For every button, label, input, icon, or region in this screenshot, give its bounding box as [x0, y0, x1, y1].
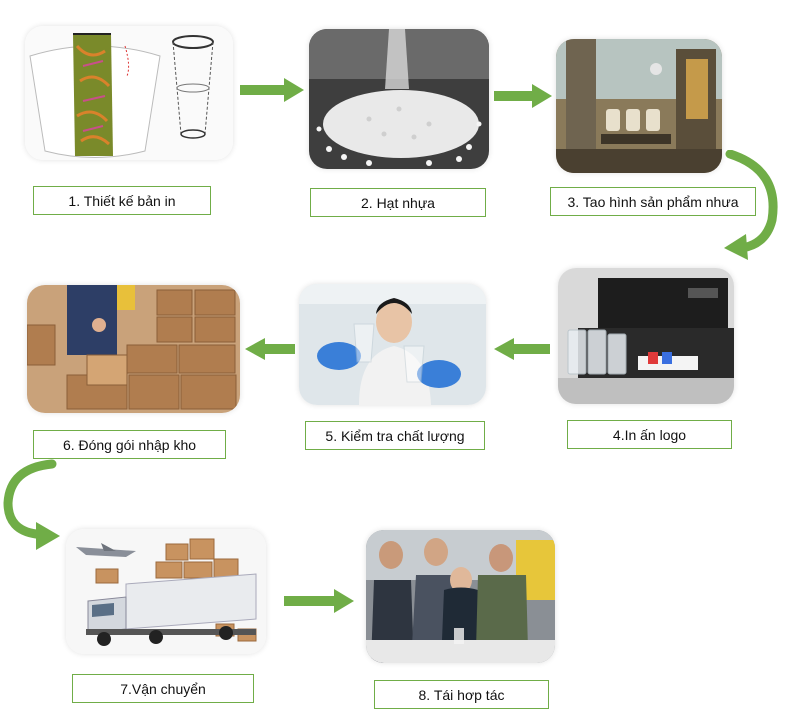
- step-6-text: 6. Đóng gói nhập kho: [62, 436, 197, 453]
- curved-arrow-down: [0, 458, 64, 553]
- arrow-right: [494, 84, 552, 108]
- step-label-8: 8. Tái hơp tác: [374, 680, 549, 709]
- photo-packing-boxes: [27, 285, 240, 413]
- photo-quality-inspection: [299, 284, 486, 405]
- curved-arrow-down: [722, 150, 782, 260]
- step-7-text: 7.Vận chuyển: [120, 680, 206, 697]
- step-8-text: 8. Tái hơp tác: [418, 686, 505, 703]
- photo-shipping-truck: [66, 529, 266, 654]
- step-label-6: 6. Đóng gói nhập kho: [33, 430, 226, 459]
- step-5-text: 5. Kiểm tra chất lượng: [325, 427, 465, 444]
- step-label-3: 3. Tao hình sản phẩm nhưa: [550, 187, 756, 216]
- photo-molding-machine: [556, 39, 722, 173]
- step-label-2: 2. Hạt nhựa: [310, 188, 486, 217]
- step-label-1: 1. Thiết kế bản in: [33, 186, 211, 215]
- arrow-right: [240, 78, 304, 102]
- step-label-5: 5. Kiểm tra chất lượng: [305, 421, 485, 450]
- arrow-left: [494, 338, 550, 360]
- arrow-right: [284, 589, 354, 613]
- step-3-text: 3. Tao hình sản phẩm nhưa: [567, 193, 739, 210]
- step-4-text: 4.In ấn logo: [612, 426, 687, 443]
- photo-logo-printer: [558, 268, 734, 404]
- step-1-text: 1. Thiết kế bản in: [68, 192, 176, 209]
- step-label-4: 4.In ấn logo: [567, 420, 732, 449]
- photo-print-design: [25, 26, 233, 160]
- arrow-left: [245, 338, 295, 360]
- photo-business-meeting: [366, 530, 555, 663]
- photo-plastic-pellets: [309, 29, 489, 169]
- step-label-7: 7.Vận chuyển: [72, 674, 254, 703]
- step-2-text: 2. Hạt nhựa: [361, 194, 435, 211]
